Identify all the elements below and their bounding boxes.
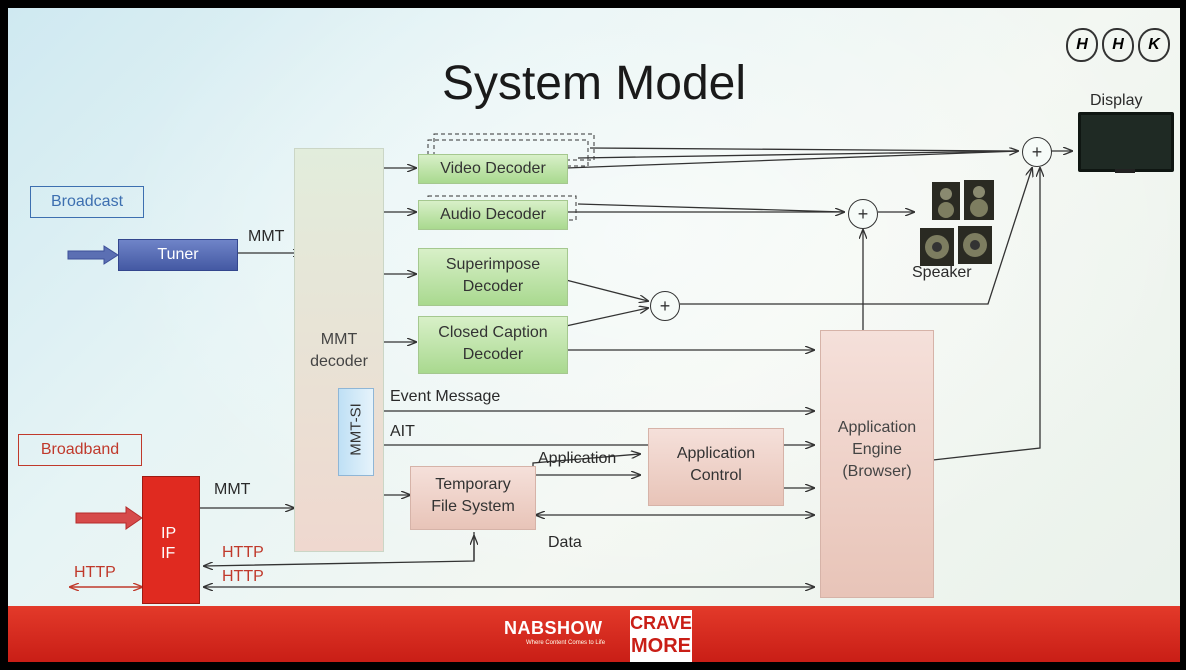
application-control-label: Application — [676, 445, 756, 462]
mmt-si-block: MMT-SI — [338, 388, 374, 476]
data-label: Data — [548, 534, 582, 551]
application-label: Application — [538, 450, 617, 467]
display-label: Display — [1090, 92, 1143, 109]
mix-junction-display: + — [1022, 137, 1052, 167]
mix-junction-audio: + — [848, 199, 878, 229]
nhk-logo-letter: K — [1138, 28, 1170, 62]
closed-caption-decoder-block: Closed Caption Decoder — [418, 316, 568, 374]
mmt-label-bottom: MMT — [214, 481, 251, 498]
application-engine-label: Application — [837, 419, 917, 436]
mmt-decoder-label: decoder — [310, 353, 368, 370]
nhk-logo-letter: H — [1102, 28, 1134, 62]
broadcast-label: Broadcast — [30, 186, 144, 218]
superimpose-decoder-block: Superimpose Decoder — [418, 248, 568, 306]
slide-title: System Model — [441, 57, 747, 110]
closed-caption-decoder-label: Decoder — [462, 346, 524, 363]
mmt-label-top: MMT — [248, 228, 285, 245]
superimpose-decoder-label: Superimpose — [445, 256, 541, 273]
application-engine-label: Engine — [852, 441, 902, 458]
audio-decoder-block: Audio Decoder — [418, 200, 568, 230]
broadband-label: Broadband — [18, 434, 142, 466]
nab-show-logo: NABSHOW Where Content Comes to Life — [504, 618, 606, 646]
http-label-left: HTTP — [74, 564, 116, 581]
mmt-decoder-label: MMT — [320, 331, 358, 348]
nhk-logo: H H K — [1066, 28, 1170, 64]
mmt-si-label: MMT-SI — [347, 403, 365, 456]
http-label-mid: HTTP — [222, 544, 264, 561]
event-message-label: Event Message — [390, 388, 501, 405]
mmt-decoder-block: MMT decoder — [294, 148, 384, 552]
closed-caption-decoder-label: Closed Caption — [438, 324, 548, 341]
mix-junction-superimpose: + — [650, 291, 680, 321]
video-decoder-block: Video Decoder — [418, 154, 568, 184]
application-control-label: Control — [690, 467, 742, 484]
footer-banner: NABSHOW Where Content Comes to Life CRAV… — [8, 606, 1180, 662]
speaker-label: Speaker — [912, 264, 972, 281]
tuner-block: Tuner — [118, 239, 238, 271]
crave-more-logo: CRAVE MORE — [630, 610, 692, 662]
ait-label: AIT — [390, 423, 415, 440]
superimpose-decoder-label: Decoder — [462, 278, 524, 295]
temporary-file-system-label: Temporary — [435, 476, 511, 493]
application-control-block: Application Control — [648, 428, 784, 506]
slide: System Model H H K Broadcast Broadband T… — [8, 8, 1180, 662]
ip-if-label: IP — [161, 525, 177, 542]
display-icon — [1078, 112, 1174, 173]
application-engine-label: (Browser) — [842, 463, 912, 480]
nhk-logo-letter: H — [1066, 28, 1098, 62]
speaker-icon — [920, 176, 1000, 268]
ip-if-block: IP IF — [142, 476, 200, 604]
ip-if-label: IF — [161, 545, 176, 562]
temporary-file-system-block: Temporary File System — [410, 466, 536, 530]
temporary-file-system-label: File System — [431, 498, 515, 515]
application-engine-block: Application Engine (Browser) — [820, 330, 934, 598]
http-label-low: HTTP — [222, 568, 264, 585]
